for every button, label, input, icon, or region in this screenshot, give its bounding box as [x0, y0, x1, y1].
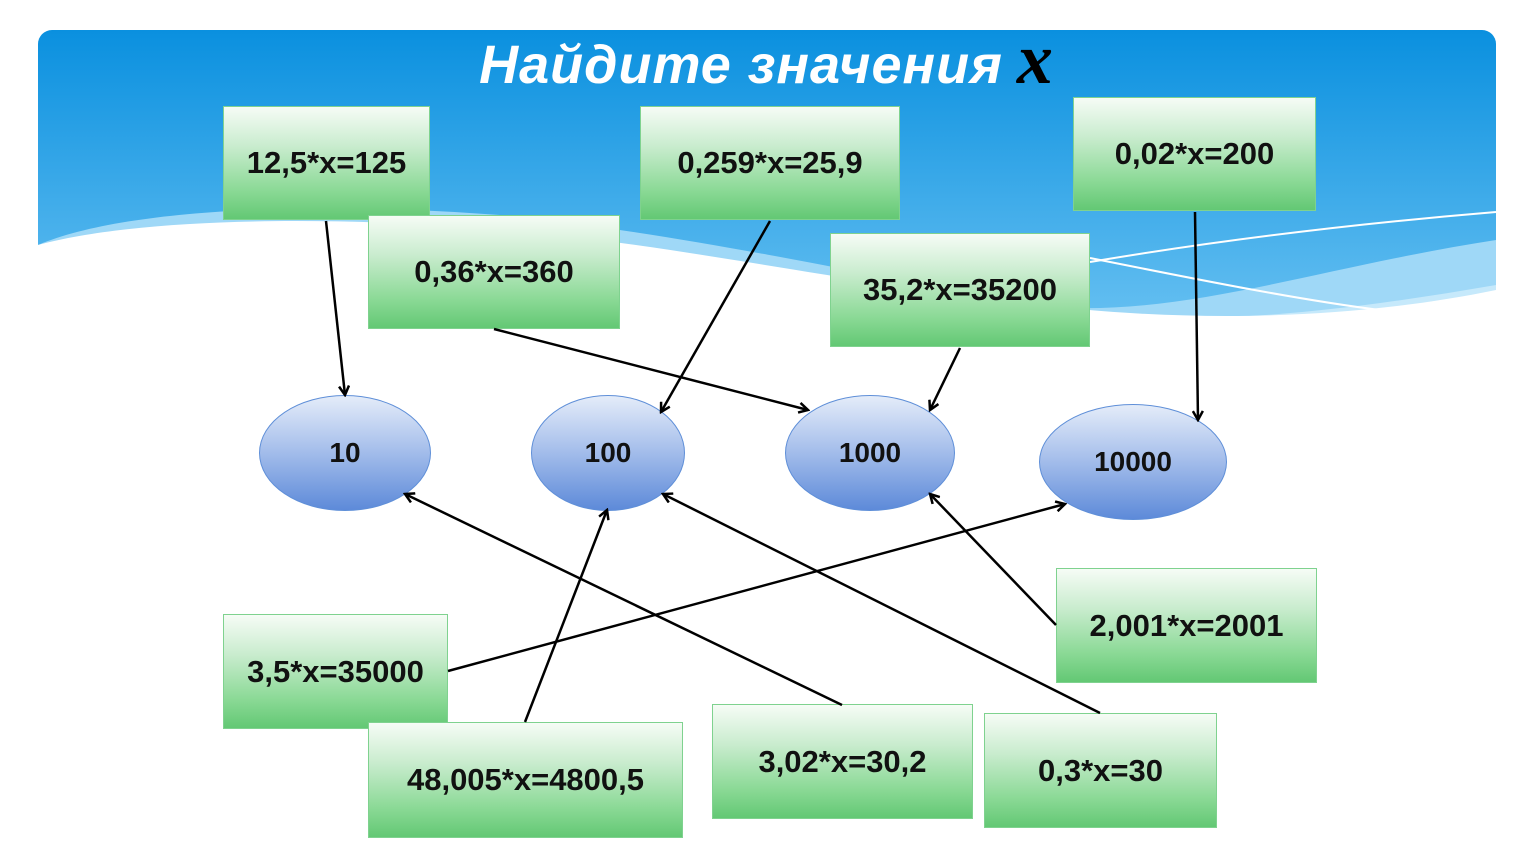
equation-text: 3,5*x=35000 — [247, 653, 424, 689]
equation-box[interactable]: 48,005*x=4800,5 — [368, 722, 683, 838]
answer-text: 10 — [329, 437, 361, 468]
equation-text: 0,3*x=30 — [1038, 752, 1163, 788]
equation-box[interactable]: 3,02*x=30,2 — [712, 704, 973, 819]
equation-box[interactable]: 12,5*x=125 — [223, 106, 430, 220]
equation-box[interactable]: 3,5*x=35000 — [223, 614, 448, 729]
equation-text: 0,36*x=360 — [414, 254, 574, 289]
equation-text: 0,259*x=25,9 — [677, 145, 863, 180]
equation-text: 2,001*x=2001 — [1089, 607, 1284, 643]
answer-oval-10[interactable]: 10 — [259, 395, 431, 511]
equation-text: 12,5*x=125 — [246, 145, 407, 180]
equation-box[interactable]: 35,2*x=35200 — [830, 233, 1090, 347]
equation-box[interactable]: 0,259*x=25,9 — [640, 106, 900, 220]
equation-text: 48,005*x=4800,5 — [406, 762, 645, 797]
equation-box[interactable]: 0,36*x=360 — [368, 215, 620, 329]
answer-text: 1000 — [838, 437, 902, 468]
answer-text: 10000 — [1094, 446, 1172, 477]
equation-text: 35,2*x=35200 — [863, 272, 1057, 307]
equation-box[interactable]: 0,3*x=30 — [984, 713, 1217, 828]
equation-text: 3,02*x=30,2 — [758, 743, 927, 779]
equation-box[interactable]: 0,02*x=200 — [1073, 97, 1316, 211]
answer-oval-10000[interactable]: 10000 — [1039, 404, 1227, 520]
title-variable: x — [1016, 19, 1054, 99]
equation-text: 0,02*x=200 — [1114, 136, 1275, 171]
title-text: Найдите значения — [479, 35, 1003, 95]
answer-oval-100[interactable]: 100 — [531, 395, 685, 511]
equation-box[interactable]: 2,001*x=2001 — [1056, 568, 1317, 683]
answer-oval-1000[interactable]: 1000 — [785, 395, 955, 511]
answer-text: 100 — [584, 437, 632, 468]
